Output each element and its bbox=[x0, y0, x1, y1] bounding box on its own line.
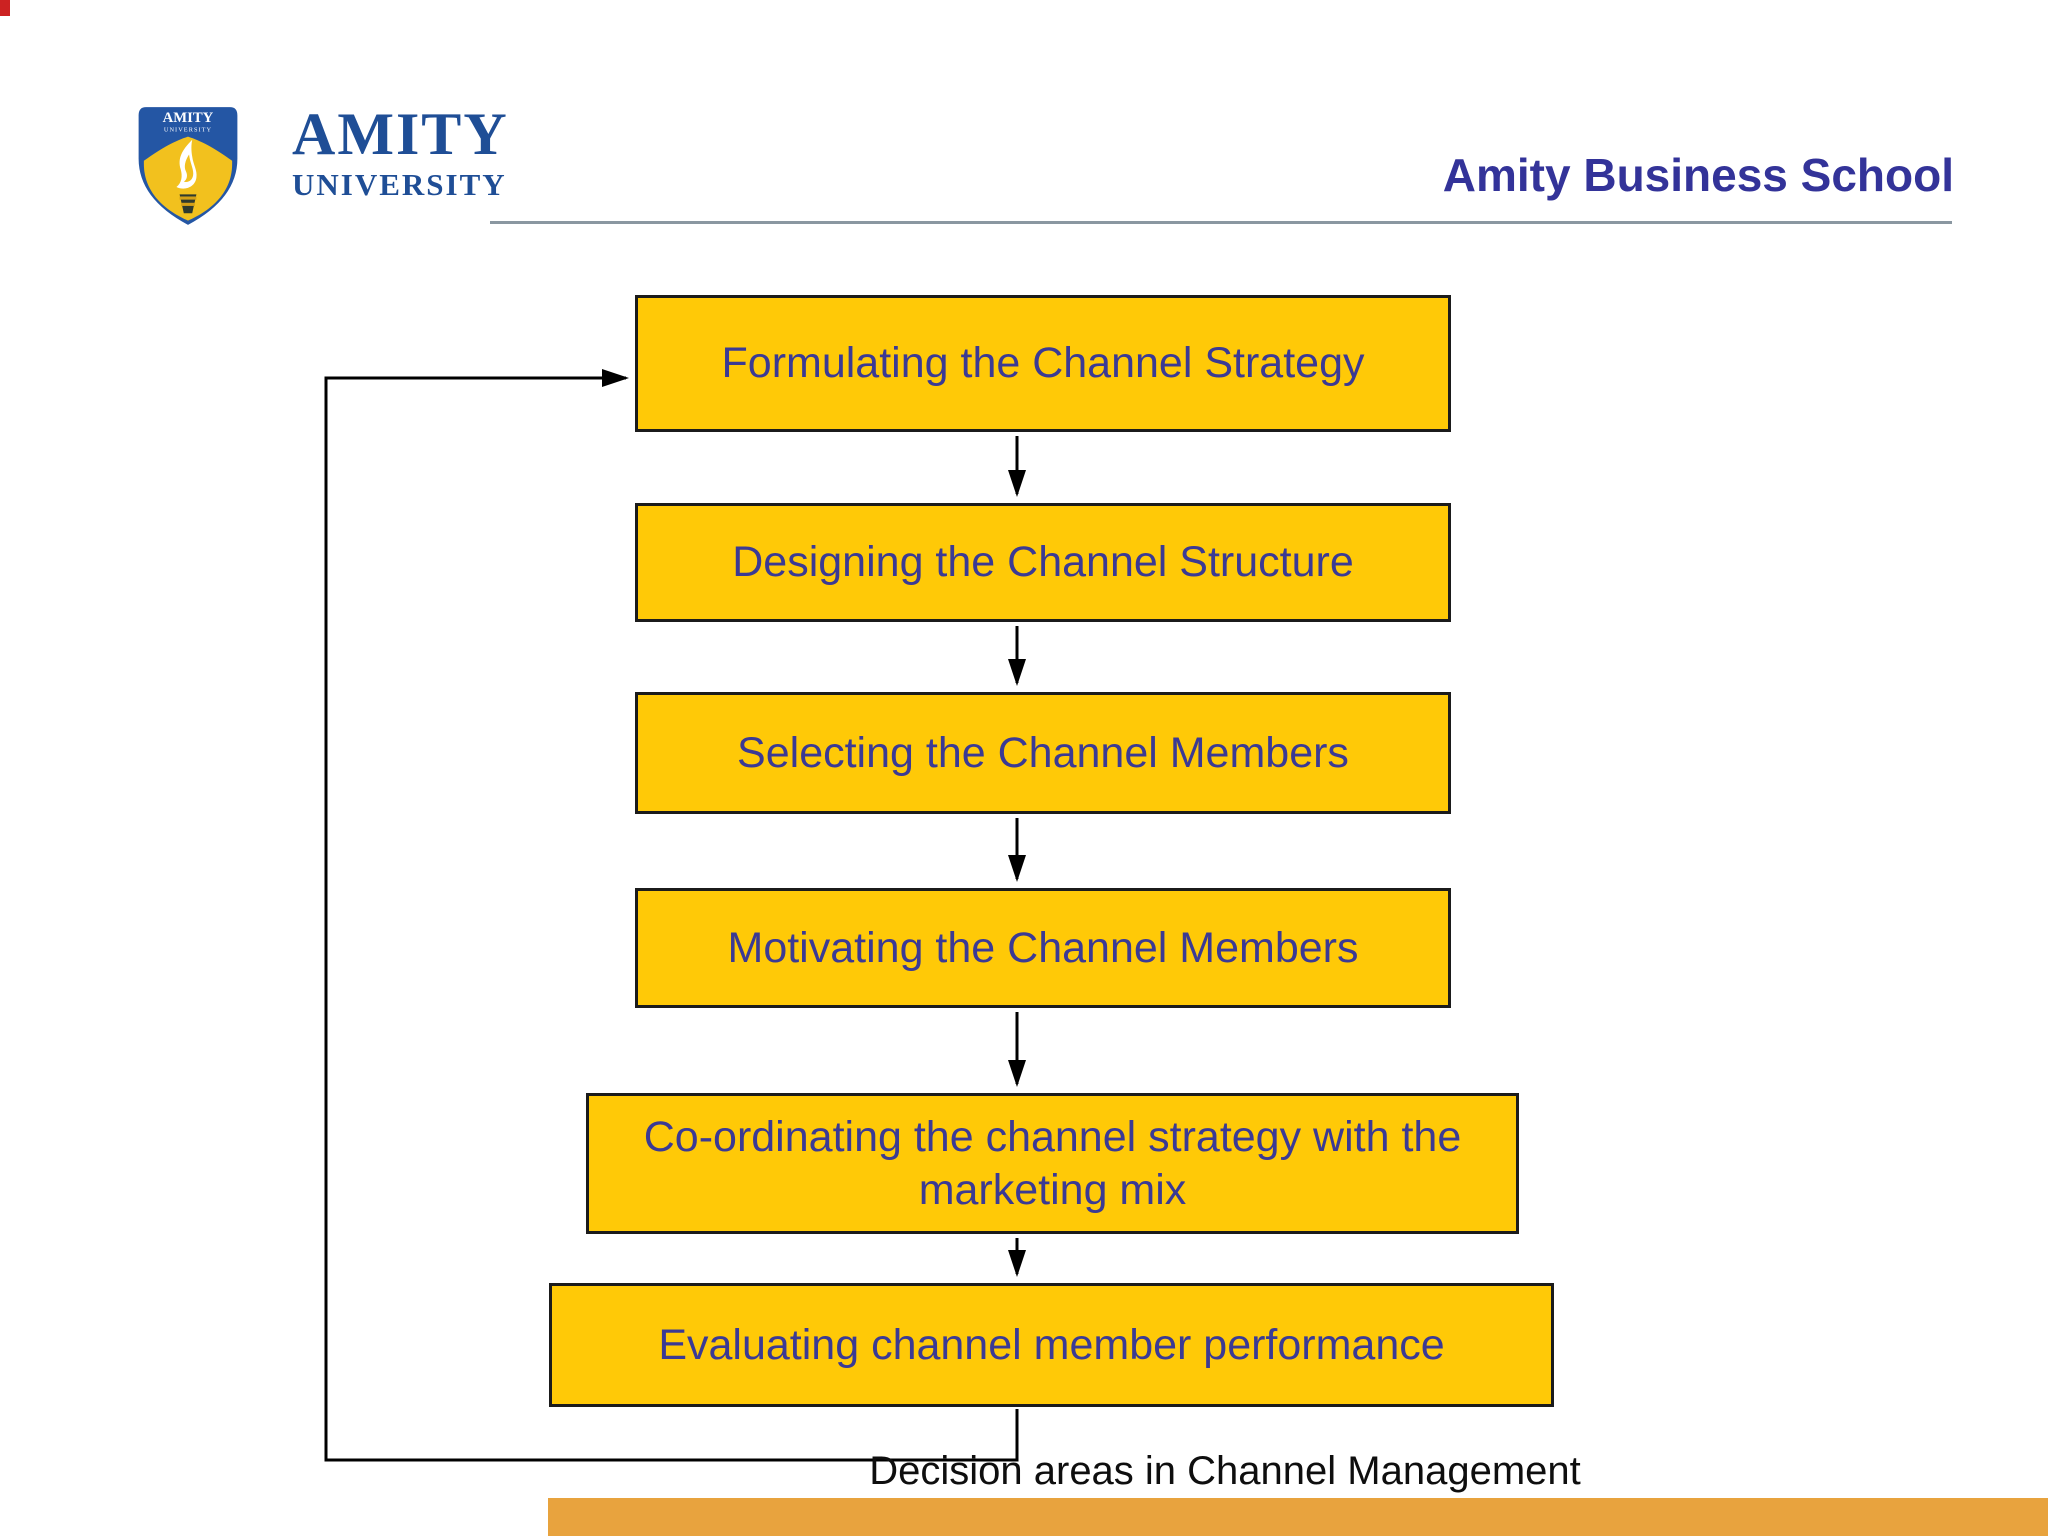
amity-shield-icon: AMITY UNIVERSITY bbox=[138, 107, 238, 225]
flow-box-motivating: Motivating the Channel Members bbox=[635, 888, 1451, 1008]
page-title: Amity Business School bbox=[1442, 149, 1954, 201]
logo-wordmark: AMITY UNIVERSITY bbox=[292, 104, 509, 202]
flow-box-label: Evaluating channel member performance bbox=[658, 1320, 1445, 1369]
flow-box-selecting: Selecting the Channel Members bbox=[635, 692, 1451, 814]
flow-box-label: Motivating the Channel Members bbox=[727, 923, 1359, 972]
shield-amity-text: AMITY bbox=[163, 110, 214, 126]
diagram-caption: Decision areas in Channel Management bbox=[869, 1449, 1581, 1493]
bottom-accent-bar bbox=[548, 1498, 2048, 1536]
flow-box-label: Selecting the Channel Members bbox=[737, 728, 1349, 777]
flow-box-evaluating: Evaluating channel member performance bbox=[549, 1283, 1554, 1407]
flow-box-coordinating: Co-ordinating the channel strategy with … bbox=[586, 1093, 1519, 1234]
flow-box-formulating: Formulating the Channel Strategy bbox=[635, 295, 1451, 432]
amity-university-logo: AMITY UNIVERSITY AMITY UNIVERSITY bbox=[100, 104, 509, 228]
flow-box-label: Designing the Channel Structure bbox=[732, 538, 1354, 587]
shield-university-text: UNIVERSITY bbox=[164, 126, 212, 133]
flow-box-label: Formulating the Channel Strategy bbox=[721, 339, 1365, 388]
header-divider bbox=[490, 221, 1952, 224]
logo-wordmark-amity: AMITY bbox=[292, 101, 509, 167]
flow-box-label: Co-ordinating the channel strategy with … bbox=[643, 1113, 1462, 1214]
logo-wordmark-university: UNIVERSITY bbox=[292, 167, 507, 202]
flow-box-designing: Designing the Channel Structure bbox=[635, 503, 1451, 622]
corner-red-mark bbox=[0, 0, 10, 16]
